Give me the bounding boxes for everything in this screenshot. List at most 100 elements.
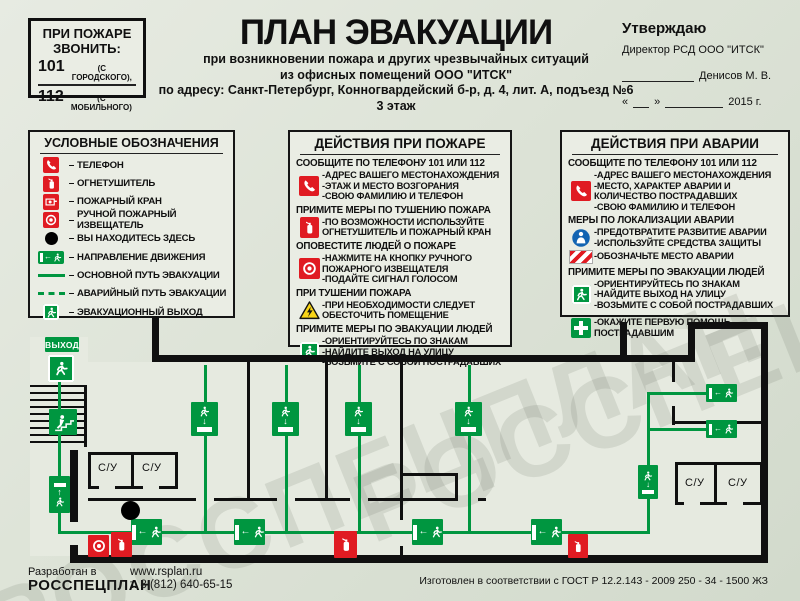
accident-section-call: СООБЩИТЕ ПО ТЕЛЕФОНУ 101 ИЛИ 112 -АДРЕС …: [568, 158, 772, 212]
phone-box-line2: ЗВОНИТЬ:: [53, 41, 121, 56]
manual-call-point-icon: [298, 258, 320, 280]
legend-item-you-are-here: – ВЫ НАХОДИТЕСЬ ЗДЕСЬ: [30, 230, 233, 248]
accident-section-evacuate: ПРИМИТЕ МЕРЫ ПО ЭВАКУАЦИИ ЛЮДЕЙ -ОРИЕНТИ…: [568, 266, 773, 310]
evacuation-route-line: [647, 428, 707, 431]
wall: [400, 362, 403, 520]
fire-section-alert: ОПОВЕСТИТЕ ЛЮДЕЙ О ПОЖАРЕ -НАЖМИТЕ НА КН…: [296, 240, 472, 285]
subtitle-3: по адресу: Санкт-Петербург, Конногвардей…: [158, 83, 634, 97]
fire-panel-title: ДЕЙСТВИЯ ПРИ ПОЖАРЕ: [300, 136, 500, 155]
approval-role: Директор РСД ООО "ИТСК": [622, 44, 764, 56]
legend-title: УСЛОВНЫЕ ОБОЗНАЧЕНИЯ: [40, 136, 223, 154]
room-label-wc: С/У: [728, 477, 748, 489]
corridor-direction-sign: ←: [234, 519, 265, 545]
phone-number-112-note: (С МОБИЛЬНОГО): [70, 94, 132, 112]
approval-block: Утверждаю Директор РСД ООО "ИТСК" Денисо…: [622, 20, 794, 108]
date-line: [633, 97, 650, 108]
extinguisher-icon: [334, 531, 357, 558]
page-title: ПЛАН ЭВАКУАЦИИ: [239, 13, 553, 52]
legend-item-telephone: – ТЕЛЕФОН: [30, 156, 233, 174]
wall: [672, 362, 675, 382]
door-gap: [99, 485, 115, 490]
legend-item-emergency-route: – АВАРИЙНЫЙ ПУТЬ ЭВАКУАЦИИ: [30, 285, 233, 303]
developer-prefix: Разработан в: [28, 566, 97, 578]
corridor-direction-sign: ←: [131, 519, 162, 545]
wall: [214, 498, 277, 501]
direction-sign-icon: ←: [38, 250, 64, 264]
manual-call-point-icon: [88, 535, 109, 557]
phone-box-line1: ПРИ ПОЖАРЕ: [42, 26, 132, 41]
wc-block-right: [675, 462, 763, 505]
exit-sign-icon: [571, 284, 591, 304]
wall: [88, 498, 196, 501]
main-route-icon: [37, 274, 65, 278]
evacuation-route-line: [285, 365, 288, 533]
wall: [70, 450, 78, 522]
legend-item-direction: ← – НАПРАВЛЕНИЕ ДВИЖЕНИЯ: [30, 248, 233, 266]
subtitle-4: 3 этаж: [376, 98, 416, 113]
developer-name: РОССПЕЦПЛАН: [28, 577, 152, 594]
room-label-wc: С/У: [142, 462, 162, 474]
wall: [131, 452, 134, 489]
wall: [152, 316, 159, 362]
legend-panel: УСЛОВНЫЕ ОБОЗНАЧЕНИЯ – ТЕЛЕФОН – ОГНЕТУШ…: [28, 130, 235, 321]
electric-warning-icon: [298, 300, 321, 321]
accident-section-first-aid: -ОКАЖИТЕ ПЕРВУЮ ПОМОЩЬ ПОСТРАДАВШИМ: [562, 315, 788, 340]
wall: [152, 355, 695, 362]
wall: [295, 498, 350, 501]
evacuation-route-line: [647, 392, 650, 534]
legend-item-exit: – ЭВАКУАЦИОННЫЙ ВЫХОД: [30, 303, 233, 321]
wall: [84, 385, 87, 447]
wall: [688, 322, 695, 362]
evacuation-route-line: [358, 365, 361, 533]
phone-icon: [299, 175, 319, 196]
corridor-direction-sign: ←: [531, 519, 562, 545]
fire-hose-icon: [43, 193, 59, 210]
extinguisher-icon: [299, 216, 319, 238]
wall: [325, 362, 328, 498]
accident-panel-title: ДЕЙСТВИЯ ПРИ АВАРИИ: [572, 136, 778, 155]
wall: [400, 546, 403, 555]
hanging-direction-sign: ↓: [638, 465, 658, 499]
extinguisher-icon: [43, 175, 59, 192]
signature-line: [622, 71, 694, 82]
developer-site: www.rsplan.ru: [130, 566, 203, 578]
door-gap: [727, 501, 743, 506]
accident-section-localize: МЕРЫ ПО ЛОКАЛИЗАЦИИ АВАРИИ -ПРЕДОТВРАТИТ…: [562, 214, 788, 265]
subtitle-1: при возникновении пожара и других чрезвы…: [203, 52, 589, 66]
evacuation-route-line: [647, 392, 707, 395]
extinguisher-icon: [568, 534, 588, 558]
wall: [78, 555, 768, 563]
legend-item-extinguisher: – ОГНЕТУШИТЕЛЬ: [30, 174, 233, 192]
first-aid-icon: [571, 317, 591, 338]
wall: [478, 498, 486, 501]
wall: [672, 406, 675, 425]
phone-number-112: 112: [38, 88, 64, 105]
hazard-marking-icon: [569, 249, 593, 264]
month-line: [665, 97, 724, 108]
approval-title: Утверждаю: [622, 20, 707, 37]
exit-sign-icon: [43, 304, 59, 321]
phone-icon: [43, 157, 59, 174]
corridor-direction-sign: ←: [412, 519, 443, 545]
emergency-route-icon: [37, 292, 65, 296]
title-block: ПЛАН ЭВАКУАЦИИ при возникновении пожара …: [152, 14, 640, 114]
quote-close: »: [654, 96, 661, 108]
developer-phone: т. 8 (812) 640-65-15: [130, 579, 233, 591]
room-label-wc: С/У: [98, 462, 118, 474]
building-interior: [688, 329, 761, 362]
evacuation-route-line: [204, 365, 207, 533]
gost-note: Изготовлен в соответствии с ГОСТ Р 12.2.…: [419, 575, 768, 587]
subtitle-2: из офисных помещений ООО "ИТСК": [279, 67, 513, 82]
wall: [761, 322, 768, 563]
fire-section-call: СООБЩИТЕ ПО ТЕЛЕФОНУ 101 ИЛИ 112 -АДРЕС …: [296, 158, 500, 202]
legend-item-fire-hose: – ПОЖАРНЫЙ КРАН: [30, 193, 233, 211]
hanging-direction-sign: ↓: [345, 402, 372, 436]
wall: [688, 322, 768, 329]
you-are-here-icon: [44, 232, 58, 246]
direction-up-sign: ↑: [49, 476, 70, 513]
approval-year: 2015 г.: [728, 96, 762, 108]
door-gap: [684, 501, 700, 506]
door-gap: [143, 485, 159, 490]
room-label-wc: С/У: [685, 477, 705, 489]
